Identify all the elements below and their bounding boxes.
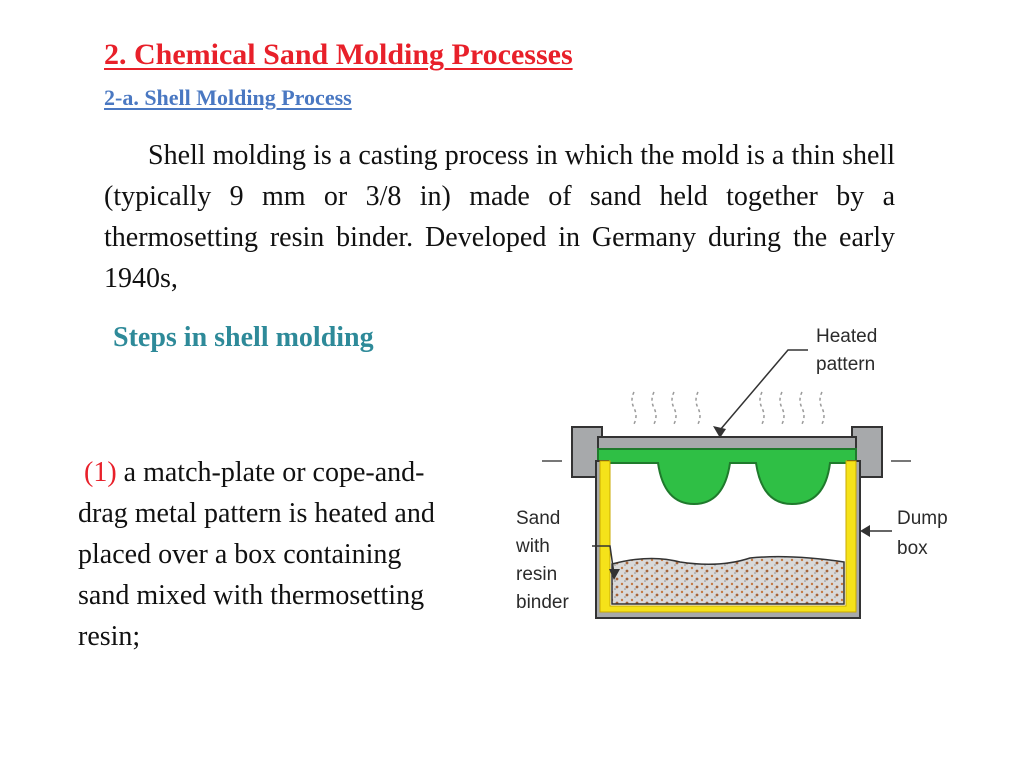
heat-waves (631, 391, 825, 425)
label-resin: resin (516, 564, 557, 585)
sand-arrow-head (609, 569, 620, 580)
label-box: box (897, 538, 928, 559)
heated-leader (719, 349, 808, 431)
steps-heading: Steps in shell molding (113, 322, 374, 353)
label-sand: Sand (516, 508, 560, 529)
sand-fill (611, 555, 845, 605)
dump-arrow-head (860, 525, 870, 537)
label-heated: Heated (816, 326, 877, 347)
label-binder: binder (516, 592, 569, 613)
heated-arrow-head (713, 426, 726, 438)
label-with: with (515, 536, 550, 557)
step-number: (1) (84, 457, 117, 488)
pattern-bumps (597, 448, 857, 506)
intro-paragraph: Shell molding is a casting process in wh… (104, 140, 895, 294)
sand-lining (599, 460, 857, 613)
label-dump: Dump (897, 508, 948, 529)
step-description: a match-plate or cope-and-drag metal pat… (78, 457, 435, 652)
step-1-text: (1) a match-plate or cope-and-drag metal… (78, 452, 458, 657)
label-pattern: pattern (816, 354, 875, 375)
slide-title: 2. Chemical Sand Molding Processes (104, 38, 573, 71)
shell-molding-diagram: Heated pattern Dump box Sand with resin … (515, 326, 948, 619)
slide-subtitle: 2-a. Shell Molding Process (104, 85, 352, 110)
sand-leader (592, 545, 615, 575)
